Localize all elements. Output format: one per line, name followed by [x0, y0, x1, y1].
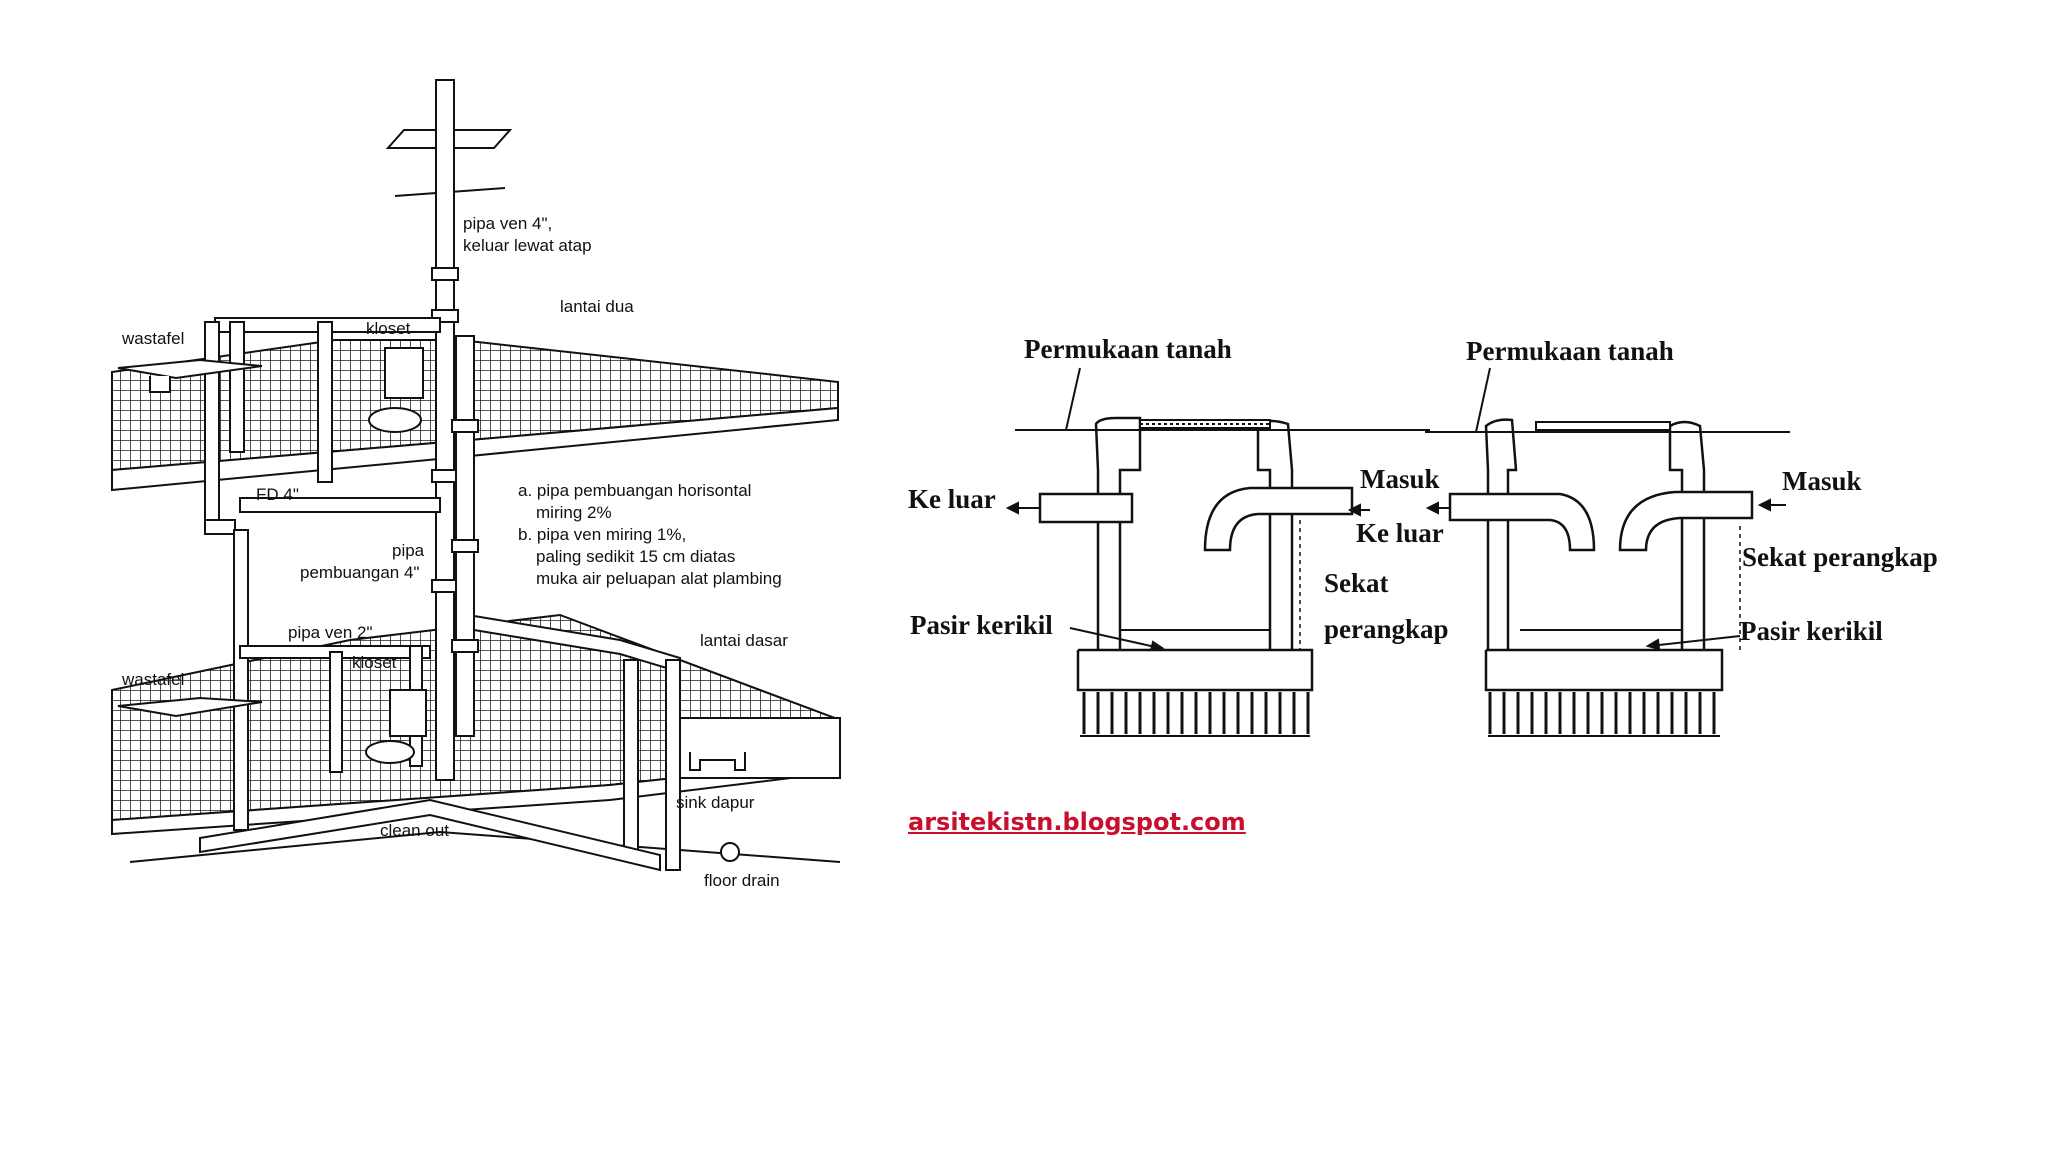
label-clean-out: clean out [380, 821, 449, 840]
drain-stack [451, 335, 479, 737]
label-vent-pipe-4-line2: keluar lewat atap [463, 236, 592, 255]
label-toilet-upper: kloset [366, 319, 411, 338]
blog-link[interactable]: arsitekistn.blogspot.com [908, 808, 1246, 836]
label-trap-baffle-left-line2: perangkap [1324, 614, 1449, 644]
label-vent-pipe-2: pipa ven 2" [288, 623, 373, 642]
label-trap-baffle-left-line1: Sekat [1324, 568, 1389, 598]
lower-sink [117, 696, 263, 718]
label-toilet-lower: kloset [352, 653, 397, 672]
label-kitchen-sink: sink dapur [676, 793, 755, 812]
kitchen-sink [689, 752, 746, 771]
label-gravel-left: Pasir kerikil [910, 610, 1053, 640]
label-note-a-line2: miring 2% [536, 503, 612, 522]
upper-toilet [368, 347, 424, 433]
label-ground-floor: lantai dasar [700, 631, 788, 650]
trap-chamber-left [1038, 416, 1354, 737]
upper-vent-pipe [204, 317, 441, 831]
label-floor-drain: floor drain [704, 871, 780, 890]
label-sink-upper: wastafel [121, 329, 184, 348]
label-in-right: Masuk [1782, 466, 1862, 496]
flow-arrows [1005, 498, 1786, 652]
grease-trap-section-diagram: Permukaan tanah Permukaan tanah Ke luar … [908, 334, 1938, 737]
label-second-floor: lantai dua [560, 297, 634, 316]
vent-stack [431, 79, 459, 781]
label-note-a-line1: a. pipa pembuangan horisontal [518, 481, 751, 500]
ground-drain-pipe [199, 614, 740, 872]
label-out-right: Ke luar [1356, 518, 1444, 548]
plumbing-isometric-diagram: pipa ven 4", keluar lewat atap lantai du… [111, 79, 841, 890]
label-note-b-line1: b. pipa ven miring 1%, [518, 525, 686, 544]
lower-toilet [365, 689, 427, 764]
label-floor-drain-upper: FD 4" [256, 485, 299, 504]
label-vent-pipe-4-line1: pipa ven 4", [463, 214, 552, 233]
label-ground-surface-right: Permukaan tanah [1466, 336, 1674, 366]
label-drain-pipe-line1: pipa [392, 541, 425, 560]
upper-sink [117, 358, 263, 393]
label-trap-baffle-right: Sekat perangkap [1742, 542, 1938, 572]
label-ground-surface-left: Permukaan tanah [1024, 334, 1232, 364]
label-note-b-line3: muka air peluapan alat plambing [536, 569, 782, 588]
label-in-left: Masuk [1360, 464, 1440, 494]
label-drain-pipe-line2: pembuangan 4" [300, 563, 419, 582]
label-out-left: Ke luar [908, 484, 996, 514]
label-gravel-right: Pasir kerikil [1740, 616, 1883, 646]
kitchen-wall [667, 717, 841, 779]
trap-chamber-right [1448, 418, 1754, 737]
label-note-b-line2: paling sedikit 15 cm diatas [536, 547, 735, 566]
label-sink-lower: wastafel [121, 670, 184, 689]
